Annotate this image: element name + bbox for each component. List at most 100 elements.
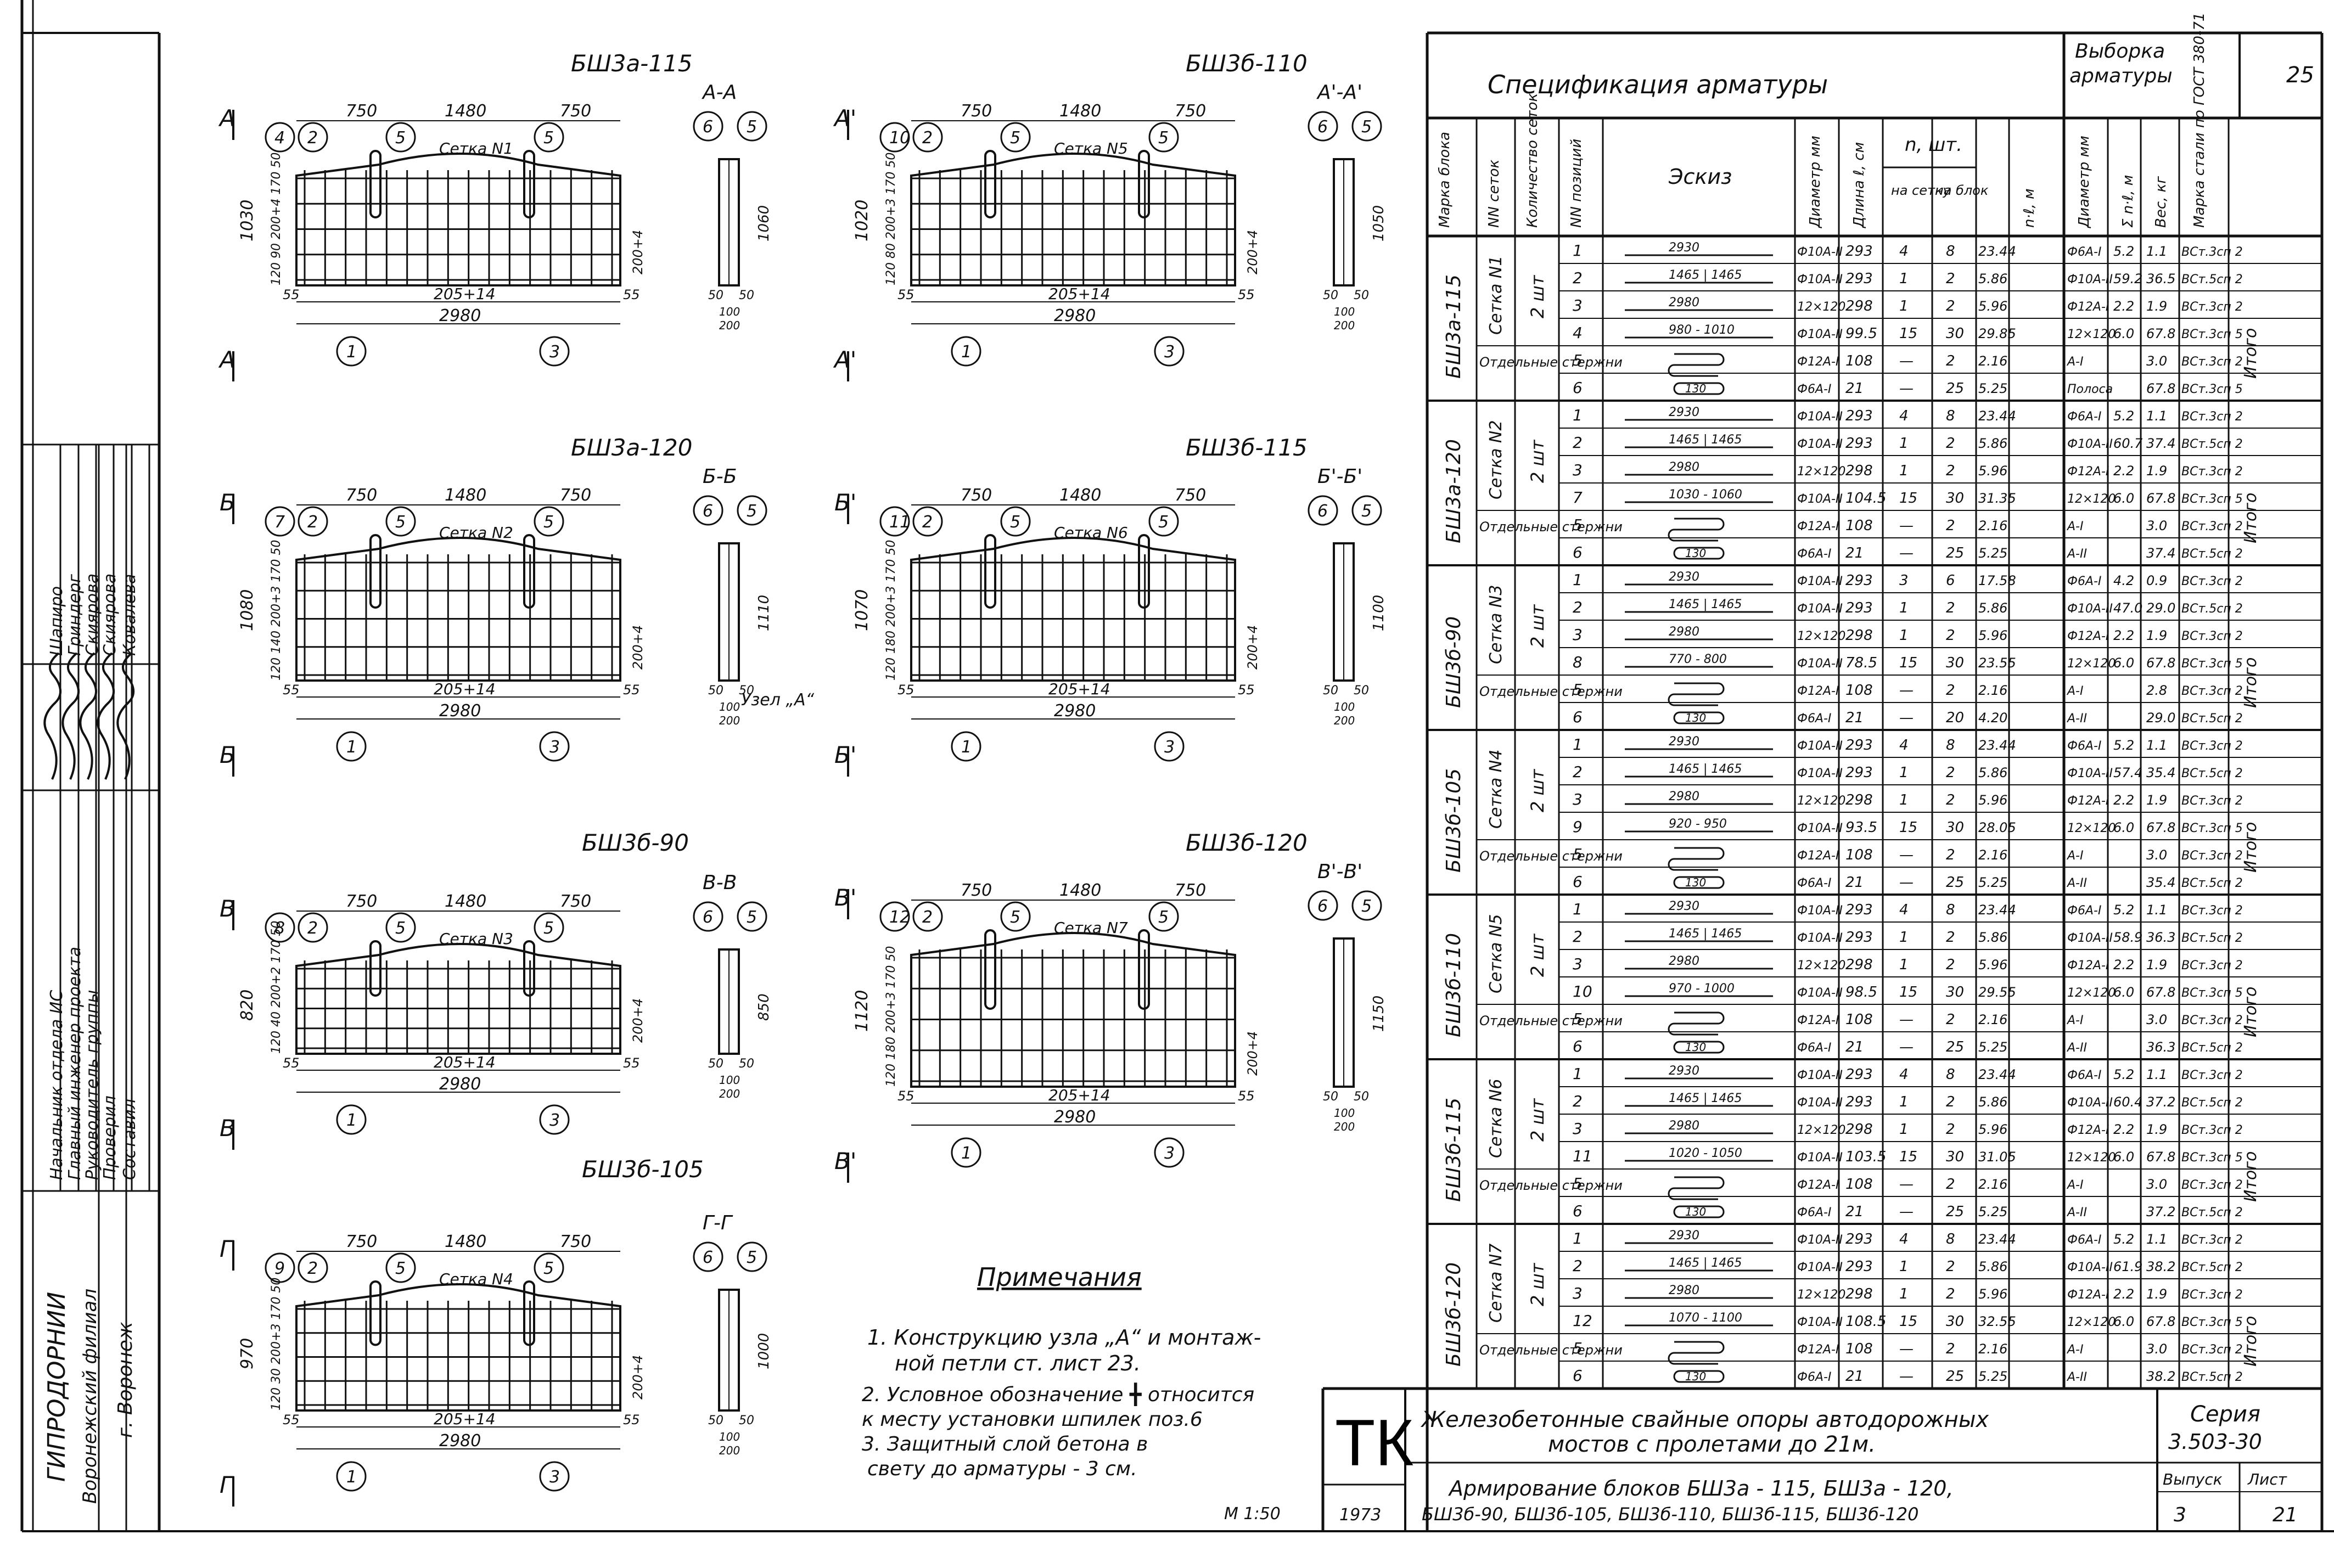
diameter-cell: Ф10А-II xyxy=(1797,1233,1843,1247)
total-length-cell: 5.96 xyxy=(1978,299,2007,314)
total-length-cell: 2.16 xyxy=(1978,1341,2007,1357)
sample-diameter-cell: 12×120 xyxy=(2067,657,2116,671)
height-dim: 1080 xyxy=(238,589,257,631)
length-cell: 298 xyxy=(1845,792,1873,808)
sketch-label: 1465 | 1465 xyxy=(1669,1256,1742,1270)
dim-value: 750 xyxy=(560,486,591,505)
sample-weight-cell: 67.8 xyxy=(2146,381,2175,396)
lifting-loop xyxy=(984,929,996,1010)
count-mesh-cell: 15 xyxy=(1899,819,1917,836)
sample-sum-cell: 58.9 xyxy=(2113,930,2142,945)
sketch-label: 2930 xyxy=(1669,241,1699,255)
side-dim: 200 xyxy=(719,319,740,332)
lifting-loop xyxy=(369,1280,381,1346)
sample-steel-cell: ВСт.3сп 2 xyxy=(2181,794,2243,808)
sample-weight-cell: 37.2 xyxy=(2146,1204,2175,1219)
note-line-1: 1. Конструкцию узла „А“ и монтаж- xyxy=(867,1325,1261,1350)
sample-weight-cell: 67.8 xyxy=(2146,1314,2175,1329)
position-callout xyxy=(912,901,943,932)
side-dim: 200 xyxy=(719,1444,740,1457)
axis-number: 3 xyxy=(1164,738,1175,757)
axis-number: 3 xyxy=(549,342,560,362)
axis-number: 1 xyxy=(346,1468,357,1487)
total-length-cell: 5.25 xyxy=(1978,875,2007,890)
count-block-cell: 2 xyxy=(1946,929,1955,946)
sample-sum-cell: 5.2 xyxy=(2113,244,2134,259)
position-number: 6 xyxy=(1317,502,1328,521)
count-mesh-cell: — xyxy=(1899,682,1914,699)
other-bars-cell: Отдельные стержни xyxy=(1479,684,1623,699)
column-header: Вес, кг xyxy=(2153,176,2169,228)
sample-diameter-cell: Ф12А-I xyxy=(2067,630,2109,643)
position-cell: 10 xyxy=(1573,982,1592,1001)
sample-diameter-cell: Ф6А-I xyxy=(2067,1069,2101,1082)
approval-name: Гриндерг xyxy=(65,574,85,656)
sample-steel-cell: ВСт.3сп 2 xyxy=(2181,630,2243,643)
sample-weight-cell: 3.0 xyxy=(2146,353,2167,369)
side-dim: 50 xyxy=(1323,1090,1338,1104)
position-cell: 3 xyxy=(1573,790,1583,808)
sample-sum-cell: 6.0 xyxy=(2113,326,2134,341)
position-number: 6 xyxy=(703,908,713,927)
vertical-dims: 120 180 200+3 170 50 xyxy=(884,540,898,681)
sample-sum-cell: 2.2 xyxy=(2113,463,2134,479)
sheet-number: 25 xyxy=(2286,63,2314,88)
dim-value: 1480 xyxy=(445,102,486,121)
count-block-cell: 25 xyxy=(1946,380,1964,397)
sample-diameter-cell: Ф12А-I xyxy=(2067,1288,2109,1302)
end-dim: 55 xyxy=(283,1055,300,1071)
side-dim: 200 xyxy=(1334,1120,1355,1133)
count-mesh-cell: 1 xyxy=(1899,463,1909,479)
section-mark: Б' xyxy=(834,741,856,768)
count-block-cell: 2 xyxy=(1946,1258,1955,1275)
sample-steel-cell: ВСт.5сп 2 xyxy=(2181,602,2243,616)
bottom-dim: 205+14 xyxy=(434,285,496,303)
approval-name: Скиярова xyxy=(100,574,120,656)
axis-marker xyxy=(336,1104,367,1135)
length-cell: 293 xyxy=(1845,435,1873,452)
total-length-cell: 29.85 xyxy=(1978,326,2016,341)
sample-weight-cell: 67.8 xyxy=(2146,1149,2175,1165)
position-number: 7 xyxy=(274,513,285,532)
sample-sum-cell: 6.0 xyxy=(2113,985,2134,1000)
vertical-dims: 120 80 200+3 170 50 xyxy=(884,153,898,285)
side-dim: 100 xyxy=(719,1430,740,1443)
sample-weight-cell: 3.0 xyxy=(2146,518,2167,533)
dim-value: 1480 xyxy=(1059,486,1101,505)
sketch-label: 1070 - 1100 xyxy=(1669,1311,1742,1325)
axis-number: 3 xyxy=(549,1468,560,1487)
axis-number: 1 xyxy=(346,1111,357,1130)
sample-weight-cell: 29.0 xyxy=(2146,710,2175,726)
section-mark: Б' xyxy=(834,489,856,516)
count-block-cell: 2 xyxy=(1946,1011,1955,1028)
column-header: Марка стали по ГОСТ 380-71 xyxy=(2191,13,2208,228)
side-dim: 200 xyxy=(1334,714,1355,727)
block-title: БШ3б-90 xyxy=(582,829,689,856)
axis-marker xyxy=(336,336,367,367)
total-cell: Итого xyxy=(2241,493,2260,543)
count-mesh-cell: 4 xyxy=(1899,902,1909,918)
sample-sum-cell: 5.2 xyxy=(2113,738,2134,753)
sketch-label: 1465 | 1465 xyxy=(1669,598,1742,611)
dim-value: 750 xyxy=(1175,102,1206,121)
spec-title: Спецификация арматуры xyxy=(1488,70,1828,99)
count-mesh-cell: — xyxy=(1899,710,1914,726)
count-mesh-cell: — xyxy=(1899,874,1914,891)
sample-sum-cell: 6.0 xyxy=(2113,820,2134,835)
diameter-cell: Ф10А-II xyxy=(1797,410,1843,424)
sample-steel-cell: ВСт.5сп 2 xyxy=(2181,1261,2243,1274)
sample-weight-cell: 2.8 xyxy=(2146,683,2167,698)
block-mark-cell: БШ3б-115 xyxy=(1443,1098,1465,1202)
sketch-label: 2980 xyxy=(1669,790,1699,803)
sketch-label: 1465 | 1465 xyxy=(1669,433,1742,447)
sample-diameter-cell: А-I xyxy=(2066,355,2083,369)
position-number: 5 xyxy=(543,1259,554,1278)
position-number: 10 xyxy=(889,128,910,148)
bottom-dim: 205+14 xyxy=(1048,680,1110,698)
position-number: 2 xyxy=(307,919,318,938)
sample-diameter-cell: Полоса xyxy=(2067,383,2113,396)
block-outline xyxy=(295,943,621,1055)
sample-weight-cell: 3.0 xyxy=(2146,1341,2167,1357)
diameter-cell: 12×120 xyxy=(1797,630,1845,643)
total-length-cell: 5.86 xyxy=(1978,1259,2007,1274)
